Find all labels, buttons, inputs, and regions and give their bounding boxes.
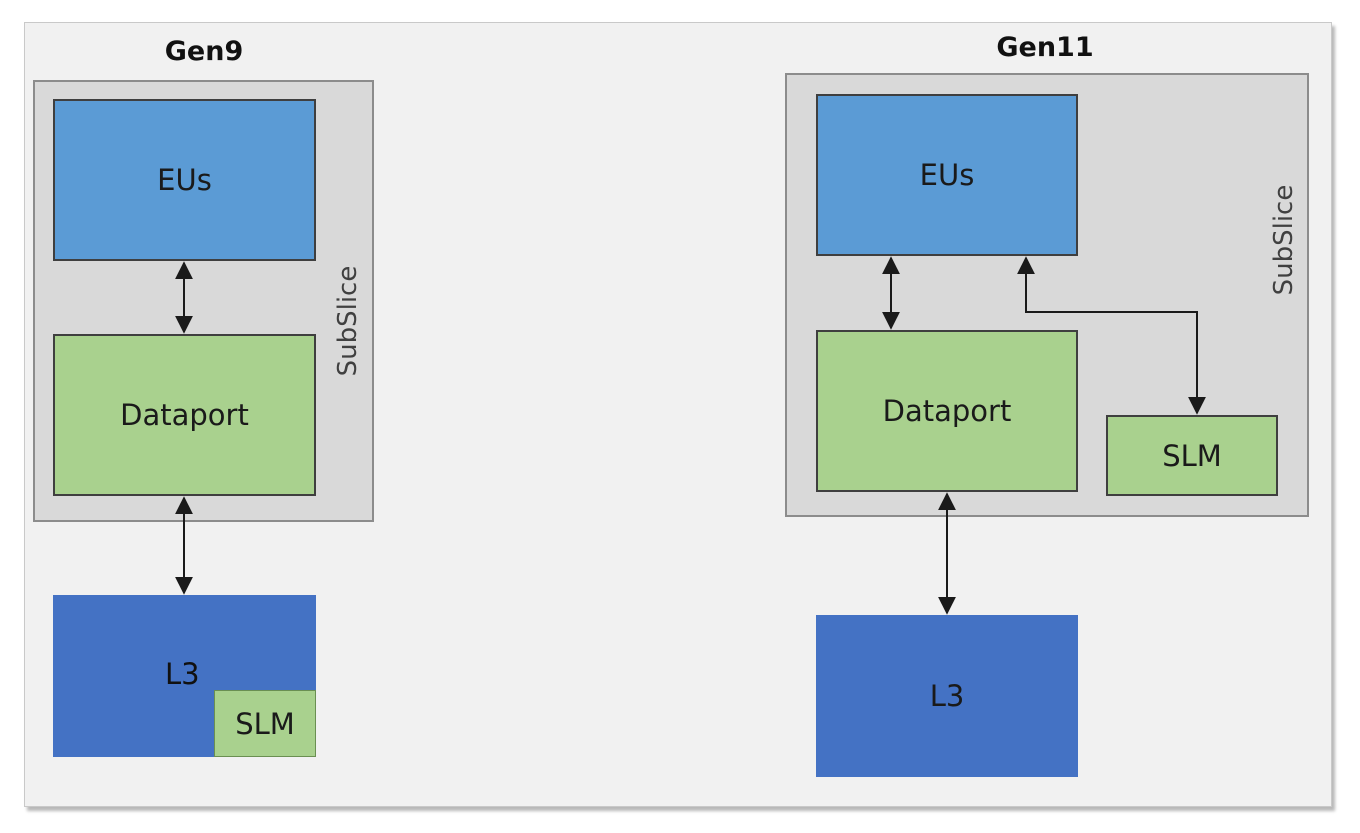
gen9-dataport-block: Dataport	[53, 334, 316, 496]
gen11-slm-block: SLM	[1106, 415, 1278, 496]
gen9-eus-block: EUs	[53, 99, 316, 261]
gen9-slm-block: SLM	[214, 690, 316, 757]
gen11-l3-block: L3	[816, 615, 1078, 777]
gen11-title: Gen11	[996, 32, 1094, 63]
gen11-eus-block: EUs	[816, 94, 1078, 256]
gen11-subslice-label: SubSlice	[1269, 184, 1299, 296]
gen9-title: Gen9	[164, 36, 244, 67]
gen9-l3-label: L3	[165, 657, 200, 691]
gen11-dataport-block: Dataport	[816, 330, 1078, 492]
gen9-subslice-label: SubSlice	[333, 265, 363, 377]
